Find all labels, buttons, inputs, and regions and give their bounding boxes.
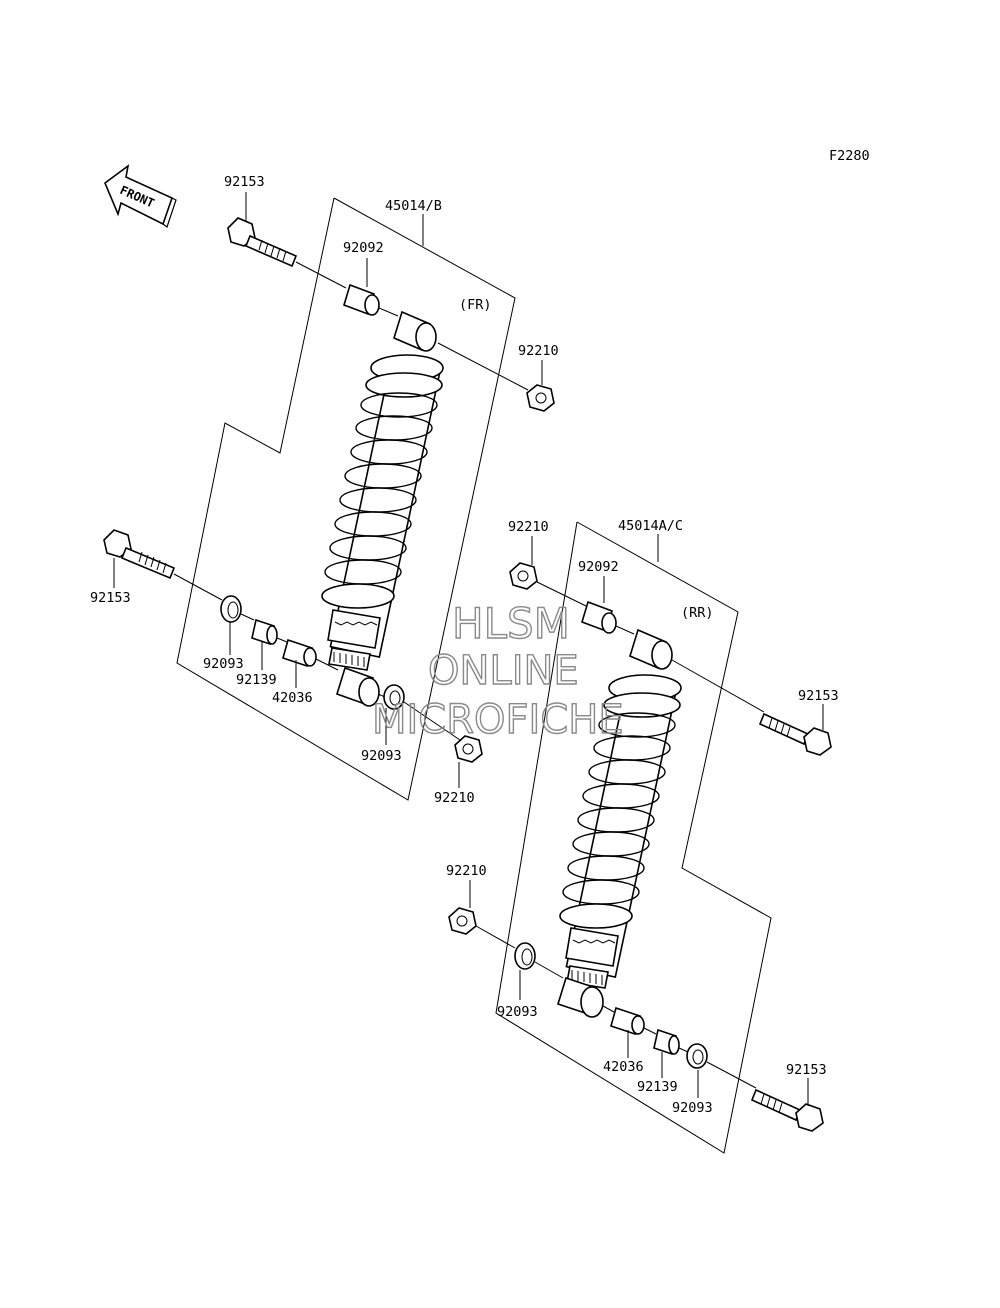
front-bottom-bushing-label: 92139 [236,672,277,688]
front-top-collar-label: 92092 [343,240,384,256]
front-bottom-seal-right-label: 92093 [361,748,402,764]
front-shock-body [321,354,444,671]
front-top-nut-label: 92210 [518,343,559,359]
rear-bottom-bolt [750,1088,824,1132]
rear-bottom-bolt-label: 92153 [786,1062,827,1078]
rear-assembly-boundary [495,521,772,1154]
front-bottom-seal-left [220,595,242,623]
watermark: HLSM ONLINE MICROFICHE [371,598,624,743]
front-shock-assembly: 92153 45014/B 92092 (FR) 92210 92153 920… [90,174,559,806]
front-position-label: (FR) [459,297,492,313]
rear-top-nut [509,562,538,590]
rear-bottom-seal-right-label: 92093 [672,1100,713,1116]
front-assembly-label: 45014/B [385,198,442,214]
rear-coil-spring [559,674,682,929]
front-top-bolt [227,217,298,268]
front-bottom-bushing [251,618,278,646]
front-bottom-seal-right [383,684,405,710]
rear-bottom-nut-label: 92210 [446,863,487,879]
watermark-line2: ONLINE [428,648,579,694]
front-shock-bottom-eye [336,666,380,707]
front-bottom-nut [454,735,483,763]
rear-top-bolt-label: 92153 [798,688,839,704]
rear-shock-body [559,674,682,989]
front-top-nut [526,384,555,412]
front-top-bolt-label: 92153 [224,174,265,190]
front-bottom-collar-label: 42036 [272,690,313,706]
rear-top-nut-label: 92210 [508,519,549,535]
rear-bottom-nut [448,907,477,935]
rear-shock-assembly: 92210 45014A/C 92092 (RR) 92153 92210 92… [446,518,839,1154]
front-bottom-bolt-label: 92153 [90,590,131,606]
rear-position-label: (RR) [681,605,714,621]
rear-bottom-collar-label: 42036 [603,1059,644,1075]
rear-bottom-collar [610,1006,645,1036]
rear-shock-bottom-eye [557,976,604,1018]
rear-top-bolt [758,712,832,756]
front-shock-top-eye [393,310,437,352]
rear-bottom-seal-left-label: 92093 [497,1004,538,1020]
rear-shock-top-eye [629,628,673,670]
rear-bottom-seal-right [686,1043,708,1069]
watermark-line1: HLSM [452,599,570,648]
front-assembly-boundary [176,197,516,801]
rear-bottom-bushing [653,1028,680,1056]
figure-code: F2280 [829,148,870,164]
front-arrow-icon: FRONT [104,164,177,228]
rear-bottom-bushing-label: 92139 [637,1079,678,1095]
front-bottom-seal-left-label: 92093 [203,656,244,672]
rear-top-collar-label: 92092 [578,559,619,575]
front-bottom-collar [282,638,317,668]
front-bottom-nut-label: 92210 [434,790,475,806]
front-top-collar [343,283,380,316]
rear-bottom-seal-left [514,942,536,970]
front-bottom-bolt [103,529,176,580]
front-coil-spring [321,354,444,609]
rear-top-collar [581,600,617,634]
rear-assembly-label: 45014A/C [618,518,683,534]
watermark-line3: MICROFICHE [372,697,624,743]
